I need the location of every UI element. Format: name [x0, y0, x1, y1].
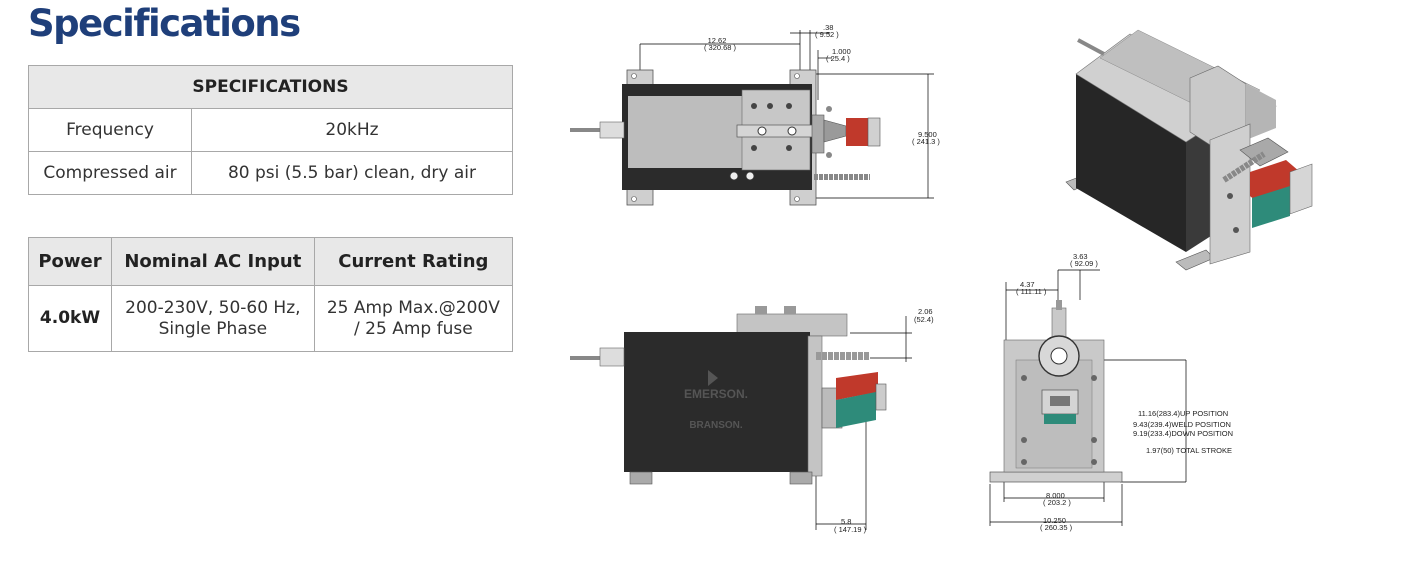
top-view-drawing: 12.62 ( 320.68 ) .38 ( 9.52 ) 1.000 ( 25…	[570, 23, 940, 206]
table-row: 4.0kW 200-230V, 50-60 Hz, Single Phase 2…	[28, 285, 514, 352]
table-row: Compressed air 80 psi (5.5 bar) clean, d…	[28, 151, 513, 195]
weld-position-label: 9.43(239.4)WELD POSITION	[1133, 420, 1231, 429]
dim-offset-in: 3.63	[1073, 252, 1088, 261]
dim-base-inner-in: 8.000	[1046, 491, 1065, 500]
total-stroke-label: 1.97(50) TOTAL STROKE	[1146, 446, 1232, 455]
power-table: Power Nominal AC Input Current Rating 4.…	[28, 237, 514, 352]
frequency-label: Frequency	[28, 108, 192, 152]
table-row: Frequency 20kHz	[28, 108, 513, 152]
side-view-drawing: 2.06 (52.4) 5.8 ( 147.19 ) EMERSON. BRAN…	[570, 306, 934, 534]
nominal-input-header: Nominal AC Input	[111, 237, 315, 286]
dim-center-mm: ( 111.11 )	[1016, 287, 1047, 296]
dim-length-mm: ( 320.68 )	[704, 43, 737, 52]
power-value: 4.0kW	[28, 285, 112, 352]
dim-base-outer-in: 10.250	[1043, 516, 1066, 525]
page-title: Specifications	[28, 2, 301, 45]
dim-base-inner-mm: ( 203.2 )	[1043, 498, 1071, 507]
nominal-input-line: 200-230V, 50-60 Hz,	[125, 297, 301, 318]
dim-edge-mm: ( 9.52 )	[815, 30, 839, 39]
specifications-table: SPECIFICATIONS Frequency 20kHz Compresse…	[28, 65, 513, 195]
front-view-drawing: 3.63 ( 92.09 ) 4.37 ( 111.11 ) 8.000 ( 2…	[989, 252, 1233, 532]
dim-offset-in: 1.000	[832, 47, 851, 56]
dim-offset-mm: ( 25.4 )	[826, 54, 850, 63]
emerson-logo: EMERSON.	[684, 387, 748, 401]
power-header: Power	[28, 237, 112, 286]
current-rating-header: Current Rating	[313, 237, 514, 286]
compressed-air-value: 80 psi (5.5 bar) clean, dry air	[191, 151, 513, 195]
nominal-input-value: 200-230V, 50-60 Hz, Single Phase	[111, 285, 315, 352]
dim-offset-mm: ( 92.09 )	[1070, 259, 1098, 268]
dim-length-in: 12.62	[708, 36, 727, 45]
dim-center-in: 4.37	[1020, 280, 1035, 289]
dim-base-outer-mm: ( 260.35 )	[1040, 523, 1073, 532]
nominal-input-line: Single Phase	[158, 318, 268, 339]
dim-reach-mm: ( 147.19 )	[834, 525, 867, 534]
branson-logo: BRANSON.	[689, 420, 743, 431]
isometric-view-drawing	[1065, 29, 1313, 271]
dim-width-in: 9.500	[918, 130, 937, 139]
dim-reach-in: 5.8	[841, 517, 851, 526]
frequency-value: 20kHz	[191, 108, 513, 152]
dim-top-in: 2.06	[918, 307, 933, 316]
dim-width-mm: ( 241.3 )	[912, 137, 940, 146]
current-rating-line: / 25 Amp fuse	[354, 318, 473, 339]
dim-edge-in: .38	[823, 23, 833, 32]
up-position-label: 11.16(283.4)UP POSITION	[1138, 409, 1228, 418]
dim-top-mm: (52.4)	[914, 315, 934, 324]
current-rating-value: 25 Amp Max.@200V / 25 Amp fuse	[313, 285, 514, 352]
down-position-label: 9.19(233.4)DOWN POSITION	[1133, 429, 1233, 438]
current-rating-line: 25 Amp Max.@200V	[326, 297, 500, 318]
specifications-header: SPECIFICATIONS	[28, 65, 513, 109]
compressed-air-label: Compressed air	[28, 151, 192, 195]
